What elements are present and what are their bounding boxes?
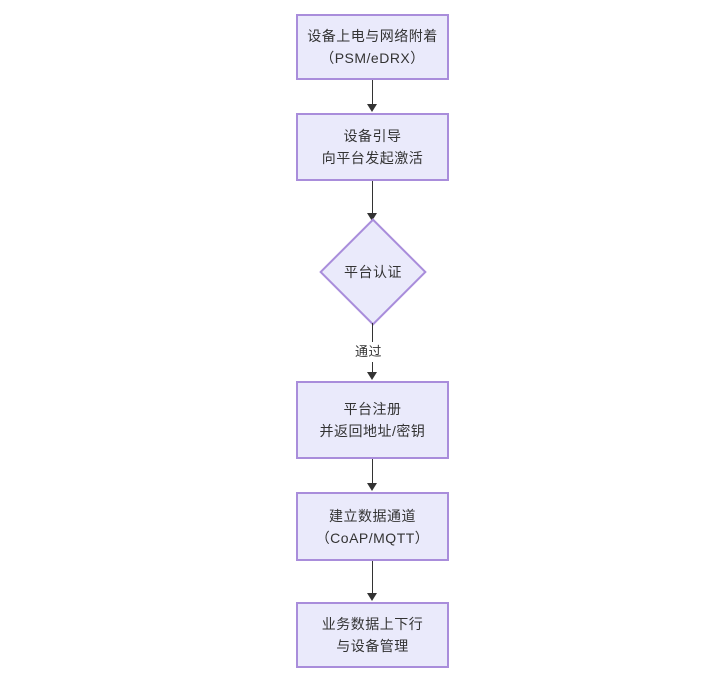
flow-node-business-data-line-1: 业务数据上下行 (321, 616, 424, 632)
flow-node-power-on-line-1: 设备上电与网络附着 (307, 28, 438, 44)
flow-node-business-data-line-2: 与设备管理 (336, 638, 409, 654)
arrowhead-down-icon (367, 104, 377, 112)
flow-node-bootstrap[interactable]: 设备引导 向平台发起激活 (296, 113, 449, 181)
flow-node-platform-register[interactable]: 平台注册 并返回地址/密钥 (296, 381, 449, 459)
flow-node-data-channel-line-1: 建立数据通道 (329, 507, 416, 524)
connector-channel-to-data (372, 561, 373, 594)
arrowhead-down-icon (367, 593, 377, 601)
flow-node-bootstrap-line-1: 设备引导 (343, 128, 402, 144)
flow-node-platform-register-line-1: 平台注册 (343, 401, 402, 417)
connector-bootstrap-to-auth (372, 181, 373, 214)
flow-node-platform-auth-label: 平台认证 (344, 264, 402, 280)
arrowhead-down-icon (367, 483, 377, 491)
connector-register-to-channel (372, 459, 373, 484)
edge-label-pass: 通过 (352, 342, 386, 362)
flow-node-bootstrap-line-2: 向平台发起激活 (321, 150, 424, 166)
flow-node-platform-register-line-2: 并返回地址/密钥 (319, 423, 426, 439)
flow-node-power-on[interactable]: 设备上电与网络附着 （PSM/eDRX） (296, 14, 449, 80)
arrowhead-down-icon (367, 213, 377, 221)
flow-node-data-channel-line-2: （CoAP/MQTT） (315, 529, 430, 546)
flow-node-data-channel[interactable]: 建立数据通道 （CoAP/MQTT） (296, 492, 449, 561)
flow-node-power-on-line-2: （PSM/eDRX） (320, 50, 425, 66)
arrowhead-down-icon (367, 372, 377, 380)
flow-node-platform-auth[interactable]: 平台认证 (319, 218, 427, 326)
flow-node-business-data[interactable]: 业务数据上下行 与设备管理 (296, 602, 449, 668)
connector-power-to-bootstrap (372, 80, 373, 105)
